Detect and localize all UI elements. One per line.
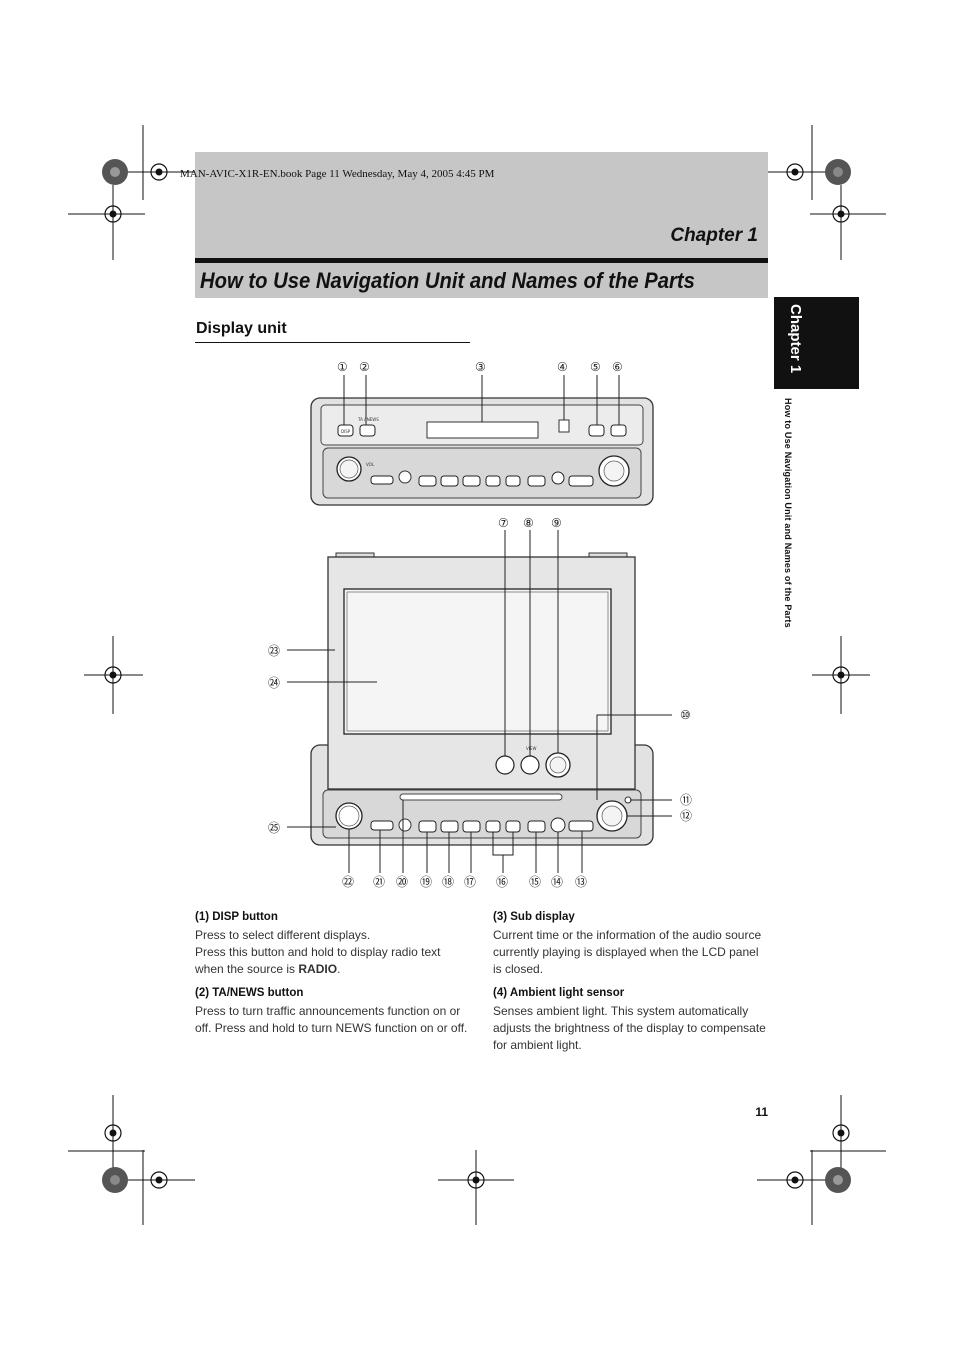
file-info: MAN-AVIC-X1R-EN.book Page 11 Wednesday, …	[180, 168, 495, 180]
vol-label: VOL	[366, 462, 375, 467]
callout-17: ⑰	[464, 875, 476, 889]
section-title: Display unit	[196, 320, 287, 337]
section-rule	[195, 342, 470, 343]
callout-16: ⑯	[496, 875, 508, 889]
desc-disp-line2-text: Press this button and hold to display ra…	[195, 945, 441, 976]
side-tab-label: Chapter 1	[787, 304, 804, 374]
desc-disp-heading-bold: DISP	[212, 911, 239, 923]
desc-sub-display-body: Current time or the information of the a…	[493, 928, 762, 976]
callout-4: ④	[557, 360, 568, 374]
page-number: 11	[755, 1105, 768, 1119]
callout-18: ⑱	[442, 875, 454, 889]
callout-24: ㉔	[268, 676, 280, 690]
page-title: How to Use Navigation Unit and Names of …	[200, 268, 695, 293]
desc-disp-heading-prefix: (1)	[195, 911, 213, 923]
callout-9: ⑨	[551, 516, 562, 530]
callout-15: ⑮	[529, 875, 541, 889]
desc-ta-news-body: Press to turn traffic announcements func…	[195, 1004, 468, 1035]
ta-news-label: TA / NEWS	[357, 417, 379, 422]
desc-disp-line2: Press this button and hold to display ra…	[195, 944, 470, 978]
callout-12: ⑫	[680, 809, 692, 823]
desc-disp-line1: Press to select different displays.	[195, 928, 371, 942]
disp-button-label: DISP	[341, 429, 351, 434]
desc-ta-news-heading: (2) TA/NEWS button	[195, 987, 304, 999]
desc-right-column: (3) Sub display Current time or the info…	[493, 909, 768, 1054]
callout-23: ㉓	[268, 644, 280, 658]
callout-22: ㉒	[342, 875, 354, 889]
desc-sub-display-heading: (3) Sub display	[493, 911, 575, 923]
callout-21: ㉑	[373, 875, 385, 889]
desc-disp-radio: RADIO	[298, 962, 338, 976]
callout-25: ㉕	[268, 821, 280, 835]
closed-unit-illustration: DISP TA / NEWS VOL	[310, 397, 654, 506]
chapter-side-tab	[774, 297, 859, 389]
callout-13: ⑬	[575, 875, 587, 889]
desc-left-column: (1) DISP button Press to select differen…	[195, 909, 470, 1037]
desc-disp-heading: (1) DISP button	[195, 909, 470, 926]
callout-10: ⑩	[680, 708, 691, 722]
view-label: VIEW	[526, 746, 536, 751]
callout-20: ⑳	[396, 875, 408, 889]
callout-2: ②	[359, 360, 370, 374]
desc-disp-period: .	[337, 962, 341, 976]
callout-14: ⑭	[551, 875, 563, 889]
callout-6: ⑥	[612, 360, 623, 374]
callout-1: ①	[337, 360, 348, 374]
desc-sensor-body: Senses ambient light. This system automa…	[493, 1004, 766, 1052]
chapter-label: Chapter 1	[670, 225, 758, 246]
open-unit-illustration: VIEW	[310, 552, 654, 846]
desc-sensor-heading: (4) Ambient light sensor	[493, 987, 625, 999]
callout-3: ③	[475, 360, 486, 374]
title-bar	[195, 263, 768, 298]
callout-numbers: ① ② ③ ④ ⑤ ⑥ ⑦ ⑧ ⑨ ⑩ ⑪ ⑫ ⑬ ⑭ ⑮ ⑯ ⑰ ⑱ ⑲ ⑳ …	[268, 360, 692, 889]
callout-7: ⑦	[498, 516, 509, 530]
callout-19: ⑲	[420, 875, 432, 889]
header-band	[195, 152, 768, 258]
callout-5: ⑤	[590, 360, 601, 374]
callout-8: ⑧	[523, 516, 534, 530]
header-rule	[195, 258, 768, 263]
side-running-title: How to Use Navigation Unit and Names of …	[783, 398, 793, 628]
callout-11: ⑪	[680, 793, 692, 807]
desc-disp-heading-suffix: button	[238, 911, 278, 923]
